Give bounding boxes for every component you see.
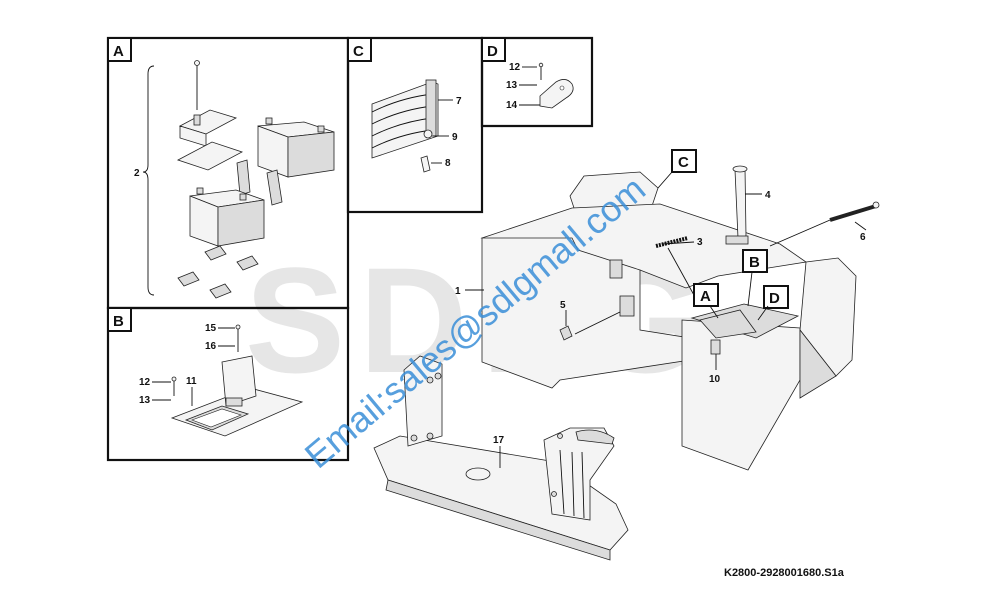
callout-2: 2	[134, 168, 140, 179]
mounting-bracket	[539, 79, 574, 109]
callout-5: 5	[560, 300, 566, 311]
callout-8: 8	[445, 158, 451, 169]
battery-plate	[176, 141, 244, 171]
grille-slot	[655, 236, 689, 248]
callout-4: 4	[765, 190, 771, 201]
callout-6: 6	[860, 232, 866, 243]
lower-right-block	[681, 319, 801, 471]
panel-a: A 2	[106, 36, 350, 310]
view-d-label: D	[769, 290, 780, 307]
callout-10: 10	[709, 374, 721, 385]
panel-b-frame	[106, 306, 350, 462]
drawing-code: K2800-2928001680.S1a	[724, 567, 845, 579]
callout-13: 13	[139, 395, 151, 406]
panel-d-frame	[480, 36, 594, 128]
view-c-label: C	[678, 154, 689, 171]
tow-frame: 17	[373, 355, 629, 561]
callout-d14: 14	[506, 100, 518, 111]
panel-b-letter: B	[113, 313, 124, 330]
group-brace	[142, 65, 155, 296]
spacer-block	[236, 159, 251, 196]
lifting-post	[734, 167, 747, 239]
panel-b: B 15 16 12 11 13	[106, 306, 350, 462]
view-a-label: A	[700, 288, 711, 305]
panel-c: C 7 9 8	[346, 36, 484, 214]
panel-d: D 12 13 14	[480, 36, 594, 128]
battery-pad	[204, 245, 227, 261]
callout-17: 17	[493, 435, 505, 446]
callout-15: 15	[205, 323, 217, 334]
callout-9: 9	[452, 132, 458, 143]
side-bolt	[559, 325, 573, 341]
panel-a-letter: A	[113, 43, 124, 60]
callout-1: 1	[455, 286, 461, 297]
view-b-label: B	[749, 254, 760, 271]
panel-d-letter: D	[487, 43, 498, 60]
callout-11: 11	[186, 376, 197, 387]
hinged-cover	[221, 355, 257, 407]
callout-d13: 13	[506, 80, 518, 91]
callout-3: 3	[697, 237, 703, 248]
callout-16: 16	[205, 341, 217, 352]
callout-7: 7	[456, 96, 462, 107]
panel-c-letter: C	[353, 43, 364, 60]
counterweight-assembly: 1 3 4 5 6 10 C B A D	[455, 149, 880, 471]
air-grille	[371, 79, 439, 159]
long-pin	[829, 204, 877, 222]
right-upright	[543, 427, 615, 521]
washer	[423, 129, 433, 139]
callout-d12: 12	[509, 62, 521, 73]
callout-12: 12	[139, 377, 151, 388]
grille-bolt	[420, 155, 431, 173]
